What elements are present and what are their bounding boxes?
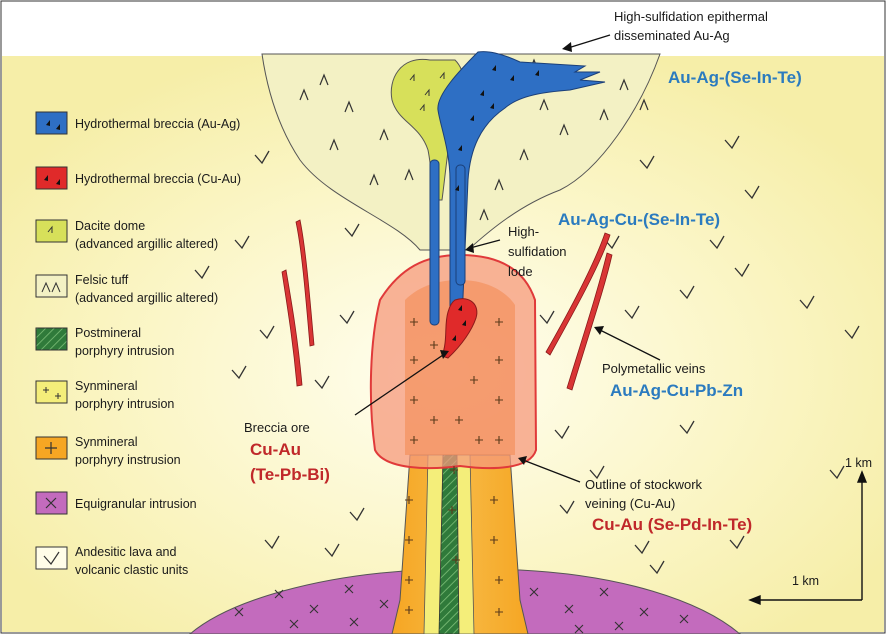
legend-label: Synmineral xyxy=(75,379,138,393)
breccia-au-ag-marks xyxy=(455,65,539,191)
legend-label-sub: volcanic clastic units xyxy=(75,563,188,577)
epithermal-label-sub: disseminated Au-Ag xyxy=(614,28,730,43)
lode-label-2: sulfidation xyxy=(508,244,567,259)
legend-swatch-equigranular xyxy=(35,491,68,515)
legend-label: Postmineral xyxy=(75,326,141,340)
legend-label: Andesitic lava and xyxy=(75,545,177,559)
legend: Hydrothermal breccia (Au-Ag) Hydrotherma… xyxy=(35,111,241,577)
legend-label: Dacite dome xyxy=(75,219,145,233)
scale-vertical-label: 1 km xyxy=(845,456,872,470)
legend-label-sub: (advanced argillic altered) xyxy=(75,291,218,305)
legend-label-sub: porphyry intrusion xyxy=(75,397,174,411)
metals-au-ag-cu-se-in-te: Au-Ag-Cu-(Se-In-Te) xyxy=(558,210,720,229)
polymetallic-label: Polymetallic veins xyxy=(602,361,706,376)
scale-bar xyxy=(748,470,868,606)
legend-swatch-synmineral-yellow xyxy=(35,380,68,404)
leader-arrowheads xyxy=(440,42,604,465)
porphyry-plus-marks xyxy=(405,318,503,616)
hydrothermal-breccia-au-ag xyxy=(437,51,606,321)
legend-label: Hydrothermal breccia (Au-Ag) xyxy=(75,117,240,131)
legend-swatch-felsic-tuff xyxy=(35,274,68,298)
scale-horizontal-label: 1 km xyxy=(792,574,819,588)
leader-lines xyxy=(354,34,661,483)
legend-swatch-hydro-au-ag xyxy=(35,111,68,135)
metals-stockwork: Cu-Au (Se-Pd-In-Te) xyxy=(592,515,752,534)
metals-au-ag-cu-pb-zn: Au-Ag-Cu-Pb-Zn xyxy=(610,381,743,400)
polymetallic-veins xyxy=(281,219,613,391)
metals-te-pb-bi: (Te-Pb-Bi) xyxy=(250,465,330,484)
legend-label-sub: porphyry instrusion xyxy=(75,453,181,467)
lode-label-3: lode xyxy=(508,264,533,279)
legend-swatch-hydro-cu-au xyxy=(35,166,68,190)
legend-label: Equigranular intrusion xyxy=(75,497,197,511)
legend-swatch-andesitic xyxy=(35,546,68,570)
postmineral-dike xyxy=(438,454,460,634)
equigranular-marks xyxy=(234,584,689,634)
breccia-cu-au-marks xyxy=(452,305,466,341)
stockwork-label-2: veining (Cu-Au) xyxy=(585,496,675,511)
legend-label: Synmineral xyxy=(75,435,138,449)
dacite-marks xyxy=(409,71,445,111)
lode-vein-1 xyxy=(429,159,440,326)
legend-swatch-dacite xyxy=(35,219,68,243)
lode-label: High- xyxy=(508,224,539,239)
legend-label: Hydrothermal breccia (Cu-Au) xyxy=(75,172,241,186)
hydrothermal-breccia-cu-au xyxy=(441,298,478,359)
legend-swatch-postmineral xyxy=(35,327,68,351)
metals-au-ag-se-in-te: Au-Ag-(Se-In-Te) xyxy=(668,68,802,87)
legend-swatch-synmineral-orange xyxy=(35,436,68,460)
andesite-v-marks xyxy=(194,135,860,575)
legend-label-sub: porphyry intrusion xyxy=(75,344,174,358)
legend-label-sub: (advanced argillic altered) xyxy=(75,237,218,251)
lode-vein-2 xyxy=(455,164,466,286)
legend-label: Felsic tuff xyxy=(75,273,129,287)
breccia-ore-label: Breccia ore xyxy=(244,420,310,435)
metals-breccia-cu-au: Cu-Au xyxy=(250,440,301,459)
epithermal-label: High-sulfidation epithermal xyxy=(614,9,768,24)
stockwork-label: Outline of stockwork xyxy=(585,477,703,492)
